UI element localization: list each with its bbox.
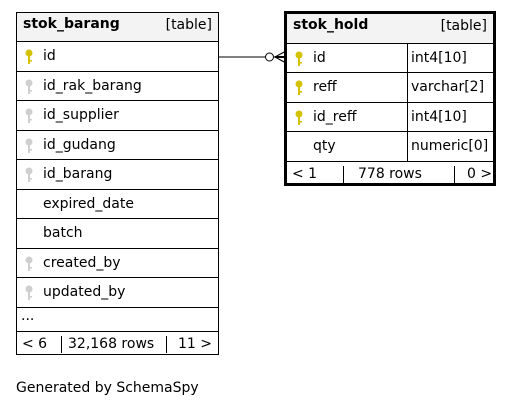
column-type: varchar[2] [411, 79, 485, 95]
column-name: batch [43, 225, 83, 241]
type-divider [407, 132, 408, 161]
table-header: stok_barang [table] [17, 13, 218, 42]
column-row[interactable]: qty numeric[0] [287, 132, 493, 162]
primary-key-icon [295, 51, 303, 66]
column-row[interactable]: id_barang [17, 160, 218, 190]
column-name: id_reff [313, 109, 357, 125]
footer-divider [61, 336, 62, 353]
column-name: updated_by [43, 284, 126, 300]
column-name: id_gudang [43, 137, 116, 153]
table-name[interactable]: stok_hold [293, 17, 369, 33]
column-row[interactable]: id_supplier [17, 101, 218, 131]
column-type: numeric[0] [411, 138, 489, 154]
footer-divider [454, 166, 455, 183]
table-header: stok_hold [table] [287, 14, 493, 44]
primary-key-icon [295, 110, 303, 125]
column-name: id_barang [43, 166, 113, 182]
column-row[interactable]: id_gudang [17, 131, 218, 160]
more-columns-indicator: ... [17, 308, 218, 332]
children-count[interactable]: 11 > [178, 336, 212, 352]
primary-key-icon [295, 80, 303, 95]
column-name: id_supplier [43, 107, 119, 123]
column-name: reff [313, 79, 337, 95]
foreign-key-icon [25, 256, 33, 271]
foreign-key-icon [25, 79, 33, 94]
generated-by-credit: Generated by SchemaSpy [16, 380, 199, 396]
column-name: id [313, 50, 326, 66]
column-name: expired_date [43, 196, 134, 212]
column-row[interactable]: expired_date [17, 190, 218, 219]
column-row[interactable]: batch [17, 219, 218, 249]
table-kind: [table] [440, 18, 487, 34]
column-row[interactable]: updated_by [17, 278, 218, 308]
column-name: id [43, 48, 56, 64]
column-name: created_by [43, 255, 121, 271]
column-row[interactable]: created_by [17, 249, 218, 278]
foreign-key-icon [25, 167, 33, 182]
type-divider [407, 73, 408, 102]
column-row[interactable]: id_reff int4[10] [287, 103, 493, 132]
foreign-key-icon [25, 138, 33, 153]
footer-divider [166, 336, 167, 353]
foreign-key-icon [25, 285, 33, 300]
children-count[interactable]: 0 > [467, 166, 493, 182]
footer-divider [343, 166, 344, 183]
parents-count[interactable]: < 6 [22, 336, 48, 352]
row-count: 32,168 rows [68, 336, 155, 352]
parents-count[interactable]: < 1 [292, 166, 318, 182]
type-divider [407, 44, 408, 72]
more-label: ... [21, 308, 35, 324]
table-name[interactable]: stok_barang [23, 16, 120, 32]
foreign-key-icon [25, 108, 33, 123]
type-divider [407, 103, 408, 131]
table-footer: < 6 32,168 rows 11 > [17, 332, 218, 358]
primary-key-icon [25, 49, 33, 64]
column-name: qty [313, 138, 336, 154]
column-row[interactable]: reff varchar[2] [287, 73, 493, 103]
column-type: int4[10] [411, 109, 467, 125]
table-stok-hold[interactable]: stok_hold [table] id int4[10] reff varch… [284, 11, 496, 186]
column-type: int4[10] [411, 50, 467, 66]
row-count: 778 rows [358, 166, 422, 182]
column-row[interactable]: id int4[10] [287, 44, 493, 73]
column-name: id_rak_barang [43, 78, 142, 94]
table-kind: [table] [165, 17, 212, 33]
table-stok-barang[interactable]: stok_barang [table] id id_rak_barang id_… [16, 12, 219, 355]
column-row[interactable]: id [17, 42, 218, 72]
table-footer: < 1 778 rows 0 > [287, 162, 493, 188]
column-row[interactable]: id_rak_barang [17, 72, 218, 101]
